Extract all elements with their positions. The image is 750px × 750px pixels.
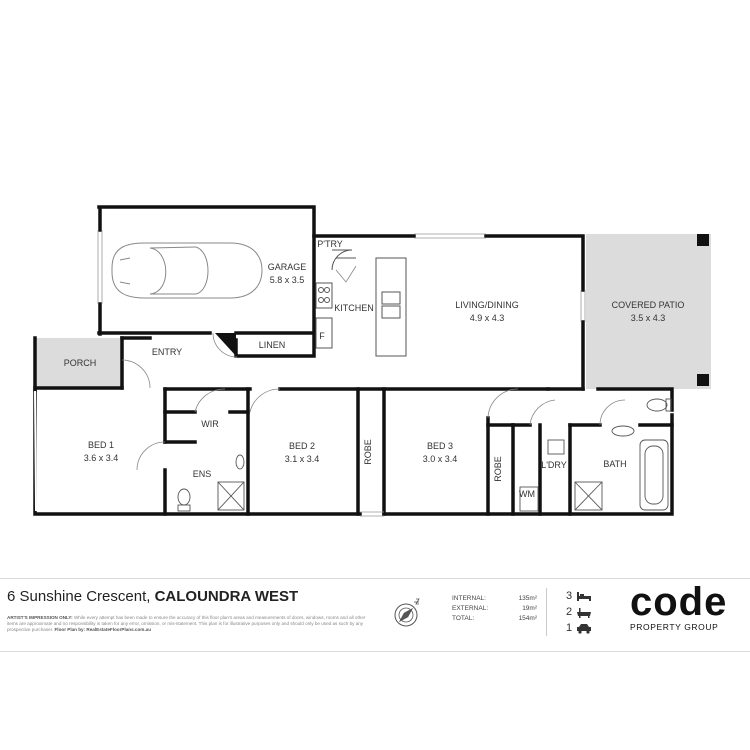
bed2-dim: 3.1 x 3.4	[285, 454, 320, 464]
disclaimer: ARTIST'S IMPRESSION ONLY: While every at…	[7, 615, 372, 633]
car-icon	[577, 623, 592, 634]
kitchen-label: KITCHEN	[334, 303, 374, 313]
property-address: 6 Sunshine Crescent, CALOUNDRA WEST	[7, 588, 298, 605]
disclaimer-label: ARTIST'S IMPRESSION ONLY:	[7, 615, 73, 620]
brand-name: code	[630, 580, 728, 624]
area-label: INTERNAL:	[452, 595, 486, 602]
living-label: LIVING/DINING	[455, 300, 519, 310]
robe2-label: ROBE	[493, 456, 503, 482]
disclaimer-text: While every attempt has been made to ens…	[7, 615, 366, 632]
walls	[33, 205, 709, 516]
wir-label: WIR	[201, 419, 219, 429]
area-value: 135m²	[518, 595, 537, 602]
bed1-label: BED 1	[88, 440, 114, 450]
fridge-label: F	[319, 331, 325, 341]
count-value: 2	[566, 606, 573, 618]
bathroom-count: 2	[566, 604, 592, 620]
door-swings	[121, 265, 626, 471]
bed3-label: BED 3	[427, 441, 453, 451]
divider	[546, 588, 547, 636]
porch-label: PORCH	[64, 358, 97, 368]
compass-icon	[394, 598, 420, 627]
bed1-dim: 3.6 x 3.4	[84, 453, 119, 463]
robe1-label: ROBE	[363, 439, 373, 465]
bath-label: BATH	[603, 459, 626, 469]
entry-wall-block	[215, 333, 236, 356]
count-value: 1	[566, 622, 573, 634]
patio-label: COVERED PATIO	[612, 300, 685, 310]
area-row-internal: INTERNAL: 135m²	[452, 594, 537, 604]
credit-site: RealEstateFloorPlans.com.au	[86, 627, 152, 632]
entry-label: ENTRY	[152, 347, 182, 357]
bed3-dim: 3.0 x 3.4	[423, 454, 458, 464]
garage-label: GARAGE	[268, 262, 307, 272]
area-row-total: TOTAL: 154m²	[452, 614, 537, 624]
address-suburb: CALOUNDRA WEST	[154, 588, 299, 605]
bath-icon	[577, 607, 592, 618]
living-dim: 4.9 x 4.3	[470, 313, 505, 323]
footer: 6 Sunshine Crescent, CALOUNDRA WEST ARTI…	[0, 578, 750, 652]
ldry-label: L'DRY	[541, 460, 567, 470]
porch-area	[35, 338, 122, 388]
parking-count: 1	[566, 620, 592, 636]
area-value: 154m²	[518, 615, 537, 622]
bed-icon	[577, 591, 592, 601]
bathroom-fixtures	[177, 398, 672, 512]
bedroom-count: 3	[566, 588, 592, 604]
area-summary: INTERNAL: 135m² EXTERNAL: 19m² TOTAL: 15…	[452, 594, 537, 624]
covered-patio-area	[586, 234, 711, 389]
feature-counts: 3 2 1	[566, 588, 592, 636]
garage-dim: 5.8 x 3.5	[270, 275, 305, 285]
brand-logo: code PROPERTY GROUP	[630, 580, 727, 632]
credit-label: Floor Plan by:	[54, 627, 86, 632]
windows	[97, 230, 586, 517]
address-street: 6 Sunshine Crescent,	[7, 588, 151, 605]
area-label: EXTERNAL:	[452, 605, 489, 612]
area-value: 19m²	[522, 605, 537, 612]
count-value: 3	[566, 590, 573, 602]
ptry-label: P'TRY	[317, 239, 343, 249]
brand-subtitle: PROPERTY GROUP	[630, 622, 719, 632]
floor-plan: GARAGE 5.8 x 3.5 P'TRY KITCHEN LIVING/DI…	[33, 205, 711, 517]
area-label: TOTAL:	[452, 615, 475, 622]
patio-dim: 3.5 x 4.3	[631, 313, 666, 323]
ens-label: ENS	[193, 469, 212, 479]
car-icon	[111, 242, 263, 299]
bed2-label: BED 2	[289, 441, 315, 451]
area-row-external: EXTERNAL: 19m²	[452, 604, 537, 614]
linen-label: LINEN	[259, 340, 286, 350]
kitchen-fixtures	[315, 249, 407, 357]
wm-label: WM	[519, 489, 535, 499]
